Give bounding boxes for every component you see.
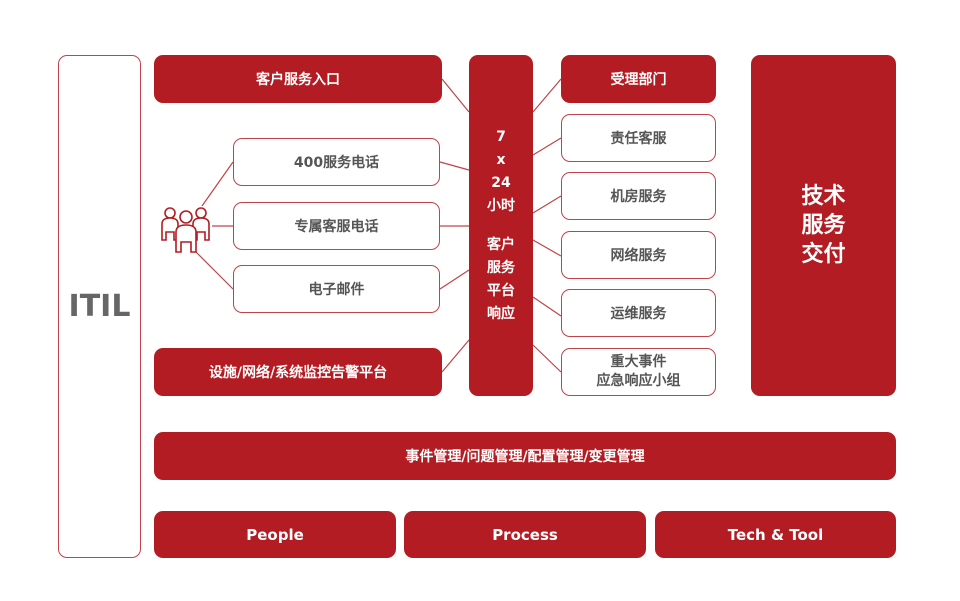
center-text: 7 — [496, 128, 506, 145]
major-line: 重大事件 — [610, 354, 667, 370]
pillar-process: Process — [404, 511, 646, 558]
major-incident-team: 重大事件 应急响应小组 — [561, 348, 716, 396]
pillar-tech-tool: Tech & Tool — [655, 511, 896, 558]
center-text: 响应 — [487, 305, 515, 322]
pillar-people: People — [154, 511, 396, 558]
monitoring-platform: 设施/网络/系统监控告警平台 — [154, 348, 442, 396]
channel-email: 电子邮件 — [233, 265, 440, 313]
center-text: 小时 — [487, 197, 515, 214]
channel-dedicated-phone: 专属客服电话 — [233, 202, 440, 250]
delivery-line: 技术 — [801, 184, 846, 209]
center-text: x — [496, 151, 506, 168]
tech-service-delivery: 技术 服务 交付 — [751, 55, 896, 396]
center-text: 客户 — [487, 236, 515, 253]
network-service: 网络服务 — [561, 231, 716, 279]
people-group-icon — [161, 207, 210, 253]
delivery-line: 服务 — [801, 213, 846, 238]
major-line: 应急响应小组 — [596, 373, 681, 389]
delivery-line: 交付 — [801, 242, 846, 267]
management-bar: 事件管理/问题管理/配置管理/变更管理 — [154, 432, 896, 480]
itil-label: ITIL — [58, 55, 141, 558]
intake-department: 受理部门 — [561, 55, 716, 103]
channel-400-phone: 400服务电话 — [233, 138, 440, 186]
customer-service-entry: 客户服务入口 — [154, 55, 442, 103]
ops-service: 运维服务 — [561, 289, 716, 337]
responsible-support: 责任客服 — [561, 114, 716, 162]
center-text: 平台 — [487, 282, 515, 299]
center-text: 服务 — [487, 259, 515, 276]
center-text: 24 — [491, 174, 511, 191]
service-platform-column: 7 x 24 小时 客户 服务 平台 响应 — [469, 55, 533, 396]
datacenter-service: 机房服务 — [561, 172, 716, 220]
